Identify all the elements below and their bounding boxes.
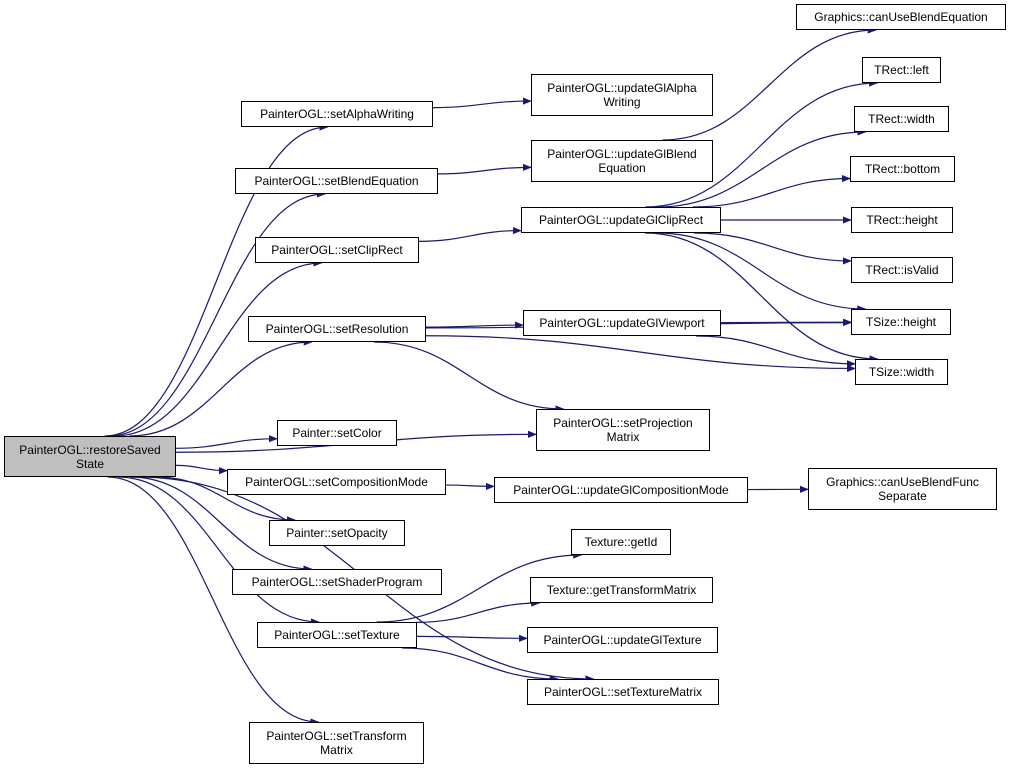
edge-set-alpha-writing-to-update-gl-alpha-writing: [432, 97, 532, 109]
edge-restore-saved-state-to-set-color: [175, 435, 278, 449]
edge-update-gl-clip-rect-to-rect-bottom: [692, 174, 851, 208]
node-set-opacity[interactable]: Painter::setOpacity: [269, 520, 405, 546]
node-label-line: Graphics::canUseBlendEquation: [814, 10, 988, 24]
node-update-gl-viewport[interactable]: PainterOGL::updateGlViewport: [523, 310, 721, 336]
edge-restore-saved-state-to-set-composition-mode: [175, 464, 228, 475]
node-can-use-blend-equation[interactable]: Graphics::canUseBlendEquation: [796, 4, 1006, 30]
node-label-line: TRect::bottom: [864, 162, 941, 176]
node-label-line: PainterOGL::setTransform: [266, 729, 407, 743]
node-size-width[interactable]: TSize::width: [855, 359, 948, 385]
node-label-line: PainterOGL::setProjection: [553, 416, 693, 430]
node-get-id[interactable]: Texture::getId: [571, 529, 671, 555]
node-label-line: Equation: [598, 161, 646, 175]
node-set-alpha-writing[interactable]: PainterOGL::setAlphaWriting: [241, 101, 433, 127]
edge-restore-saved-state-to-set-resolution: [129, 338, 313, 437]
edge-restore-saved-state-to-set-clip-rect: [114, 259, 323, 437]
edge-set-texture-to-get-id: [376, 551, 583, 623]
edge-update-gl-clip-rect-to-rect-left: [645, 79, 879, 208]
edge-update-gl-clip-rect-to-size-height: [656, 232, 867, 313]
edge-set-blend-equation-to-update-gl-blend-equation: [437, 163, 532, 175]
node-label-line: PainterOGL::updateGlBlend: [547, 147, 697, 161]
node-label-line: PainterOGL::setClipRect: [271, 243, 403, 257]
edge-set-texture-to-get-transform-matrix: [416, 599, 541, 623]
node-label-line: Painter::setColor: [292, 426, 382, 440]
node-rect-width[interactable]: TRect::width: [854, 106, 949, 132]
node-label-line: PainterOGL::setResolution: [265, 322, 409, 336]
node-label-line: PainterOGL::updateGlClipRect: [538, 213, 704, 227]
node-label-line: Painter::setOpacity: [286, 526, 388, 540]
edge-set-resolution-to-set-projection-matrix: [373, 341, 565, 413]
edge-restore-saved-state-to-set-opacity: [156, 476, 296, 524]
edge-set-clip-rect-to-update-gl-clip-rect: [418, 226, 522, 242]
edge-restore-saved-state-to-set-alpha-writing: [104, 123, 329, 437]
node-label-line: Separate: [878, 489, 927, 503]
edge-set-texture-to-set-texture-matrix: [402, 647, 559, 683]
edge-update-gl-clip-rect-to-rect-is-valid: [694, 232, 852, 265]
edge-set-resolution-to-update-gl-viewport: [425, 321, 524, 329]
node-rect-left[interactable]: TRect::left: [862, 57, 941, 83]
node-set-shader-program[interactable]: PainterOGL::setShaderProgram: [232, 569, 442, 595]
node-label-line: PainterOGL::updateGlViewport: [539, 316, 705, 330]
edge-update-gl-clip-rect-to-size-width: [644, 232, 879, 363]
node-rect-is-valid[interactable]: TRect::isValid: [851, 257, 953, 283]
node-label-line: PainterOGL::updateGlAlpha: [547, 81, 697, 95]
node-update-gl-clip-rect[interactable]: PainterOGL::updateGlClipRect: [521, 207, 721, 233]
node-label-line: Matrix: [320, 743, 353, 757]
node-set-clip-rect[interactable]: PainterOGL::setClipRect: [255, 237, 419, 263]
node-label-line: Texture::getId: [584, 535, 658, 549]
node-label-line: Graphics::canUseBlendFunc: [826, 475, 979, 489]
edge-set-texture-to-update-gl-texture: [416, 634, 528, 642]
node-label-line: Texture::getTransformMatrix: [546, 583, 697, 597]
edge-restore-saved-state-to-set-texture: [118, 476, 320, 626]
node-set-texture[interactable]: PainterOGL::setTexture: [257, 622, 417, 648]
node-label-line: TSize::height: [865, 315, 937, 329]
node-rect-bottom[interactable]: TRect::bottom: [850, 156, 955, 182]
node-get-transform-matrix[interactable]: Texture::getTransformMatrix: [530, 577, 713, 603]
node-label-line: PainterOGL::updateGlCompositionMode: [513, 483, 729, 497]
node-label-line: TRect::width: [868, 112, 935, 126]
node-label-line: PainterOGL::updateGlTexture: [543, 633, 702, 647]
node-set-composition-mode[interactable]: PainterOGL::setCompositionMode: [227, 469, 446, 495]
edge-restore-saved-state-to-set-shader-program: [130, 476, 313, 573]
node-label-line: Writing: [603, 95, 641, 109]
node-label-line: PainterOGL::setBlendEquation: [254, 174, 419, 188]
edge-update-gl-blend-equation-to-can-use-blend-equation: [662, 26, 877, 141]
edge-restore-saved-state-to-set-blend-equation: [108, 190, 326, 437]
node-label-line: PainterOGL::restoreSaved: [19, 442, 161, 457]
node-label-line: State: [75, 456, 105, 471]
node-set-texture-matrix[interactable]: PainterOGL::setTextureMatrix: [527, 679, 719, 705]
node-update-gl-composition-mode[interactable]: PainterOGL::updateGlCompositionMode: [494, 477, 748, 503]
node-label-line: Matrix: [606, 430, 640, 444]
node-set-color[interactable]: Painter::setColor: [277, 420, 397, 446]
node-set-resolution[interactable]: PainterOGL::setResolution: [248, 316, 426, 342]
node-rect-height[interactable]: TRect::height: [851, 207, 953, 233]
edge-update-gl-viewport-to-size-width: [696, 335, 856, 368]
node-update-gl-texture[interactable]: PainterOGL::updateGlTexture: [527, 627, 718, 653]
edge-update-gl-clip-rect-to-rect-width: [657, 128, 867, 208]
node-set-blend-equation[interactable]: PainterOGL::setBlendEquation: [235, 168, 438, 194]
node-label-line: PainterOGL::setTexture: [274, 628, 400, 642]
node-label-line: TSize::width: [868, 365, 935, 379]
node-label-line: PainterOGL::setTextureMatrix: [543, 685, 703, 699]
node-size-height[interactable]: TSize::height: [851, 309, 951, 335]
edge-set-composition-mode-to-update-gl-composition-mode: [445, 482, 495, 491]
node-label-line: TRect::left: [874, 63, 929, 77]
node-label-line: PainterOGL::setAlphaWriting: [260, 107, 414, 121]
node-label-line: PainterOGL::setCompositionMode: [245, 475, 428, 489]
node-label-line: PainterOGL::setShaderProgram: [251, 575, 423, 589]
node-label-line: TRect::isValid: [865, 263, 939, 277]
node-label-line: TRect::height: [866, 213, 938, 227]
edge-restore-saved-state-to-set-transform-matrix: [107, 476, 320, 726]
edge-set-resolution-to-size-width: [425, 335, 856, 373]
